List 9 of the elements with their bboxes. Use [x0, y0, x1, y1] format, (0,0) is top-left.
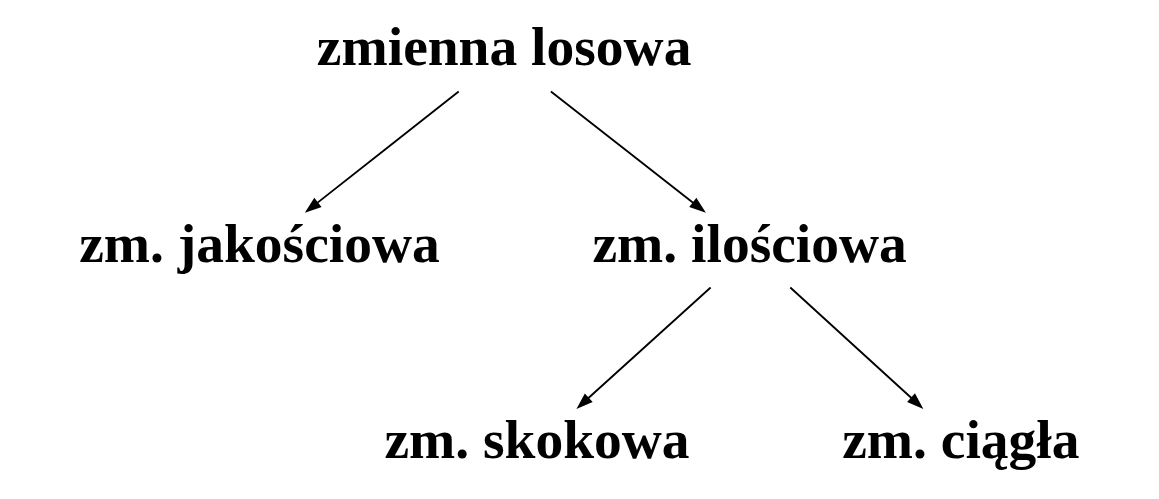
node-text: zm. jakościowa	[78, 212, 440, 274]
arrow	[788, 286, 923, 409]
node-text: zm. ciągła	[841, 408, 1079, 470]
arrow	[304, 90, 460, 213]
node-text: zm. skokowa	[383, 408, 690, 470]
arrow	[575, 286, 712, 409]
node-text: zmienna losowa	[316, 16, 691, 78]
arrow	[549, 90, 706, 213]
node-text: zm. ilościowa	[591, 212, 907, 274]
